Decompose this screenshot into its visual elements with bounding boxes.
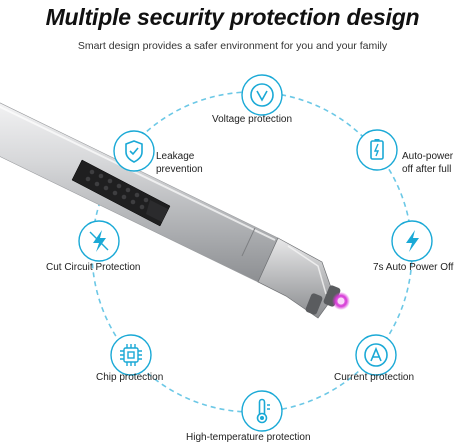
battery-charge-icon xyxy=(370,139,384,160)
lightning-icon xyxy=(89,230,109,252)
label-cut-circuit: Cut Circuit Protection xyxy=(46,262,141,273)
thermometer-icon xyxy=(256,398,270,424)
label-high-temperature: High-temperature protection xyxy=(186,432,311,443)
label-current: Current protection xyxy=(334,372,415,383)
letter-a-icon xyxy=(364,343,388,367)
label-7s-auto-power-off: 7s Auto Power Off xyxy=(373,262,454,273)
lightning-icon xyxy=(406,230,419,252)
page-subtitle: Smart design provides a safer environmen… xyxy=(77,40,388,52)
pen-lighter xyxy=(0,102,350,319)
badge-auto-power-off-full xyxy=(356,129,398,171)
badge-7s-auto-power-off xyxy=(391,220,433,262)
label-voltage: Voltage protection xyxy=(212,114,293,125)
badge-leakage xyxy=(113,130,155,172)
chip-icon xyxy=(120,344,142,366)
badge-current xyxy=(355,334,397,376)
shield-check-icon xyxy=(125,140,143,163)
badge-chip xyxy=(110,334,152,376)
badge-cut-circuit xyxy=(78,220,120,262)
label-leakage: Leakage prevention xyxy=(156,151,203,175)
badge-high-temperature xyxy=(241,390,283,432)
grip-pad xyxy=(71,159,171,227)
v-shield-icon xyxy=(250,83,274,107)
page-title: Multiple security protection design xyxy=(45,4,420,30)
label-chip: Chip protection xyxy=(96,372,164,383)
badge-voltage xyxy=(241,74,283,116)
label-auto-power-off-full: Auto-power off after full xyxy=(402,151,454,175)
